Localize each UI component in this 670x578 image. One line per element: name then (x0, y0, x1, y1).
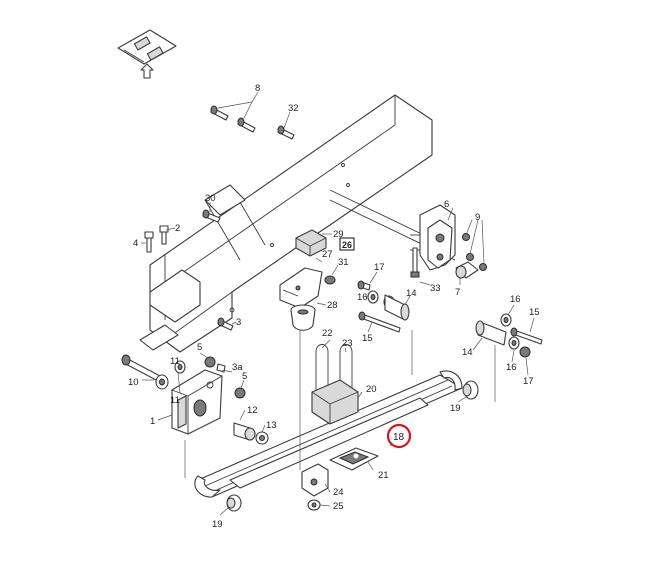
label-25: 25 (333, 501, 344, 512)
label-17-right: 17 (523, 376, 534, 387)
label-23: 23 (342, 338, 353, 349)
bolt-30 (202, 209, 221, 223)
shackle-pin-14-left (384, 294, 410, 321)
label-15-right: 15 (529, 307, 540, 318)
bolt-9 (462, 233, 487, 271)
label-11-lower: 11 (170, 395, 180, 406)
bushing-12 (233, 422, 256, 441)
label-14-left: 14 (406, 288, 417, 299)
label-22: 22 (322, 328, 333, 339)
plate-21 (329, 447, 379, 471)
label-16-right-bottom: 16 (506, 362, 517, 373)
orientation-icon (117, 29, 177, 79)
bolt-32 (277, 125, 295, 140)
nut-25 (307, 499, 321, 511)
label-15-left: 15 (362, 333, 373, 344)
label-21: 21 (378, 470, 389, 481)
chassis-frame-rail (139, 94, 433, 353)
bracket-24 (301, 463, 329, 497)
label-19-right: 19 (450, 403, 461, 414)
label-3a: 3a (232, 362, 243, 373)
label-30: 30 (205, 193, 216, 204)
bushing-19-left (226, 494, 242, 512)
bolt-17-left (357, 280, 371, 291)
label-16-right-top: 16 (510, 294, 521, 305)
label-24: 24 (333, 487, 344, 498)
label-20: 20 (366, 384, 377, 395)
bolt-15-left (358, 311, 401, 333)
label-33: 33 (430, 283, 441, 294)
shackle-pin-14-right (475, 320, 507, 346)
label-4: 4 (133, 238, 138, 249)
label-28: 28 (327, 300, 338, 311)
bump-stop-bracket-29 (295, 229, 327, 257)
part-labels: 8 32 30 4 2 3 29 26 27 31 28 6 9 7 33 17… (128, 83, 540, 530)
label-5-lower: 5 (242, 371, 247, 382)
bump-stop-28 (290, 304, 316, 331)
label-16-left: 16 (357, 292, 368, 303)
label-13: 13 (266, 420, 277, 431)
bolt-4 (144, 231, 154, 253)
highlight-ring (386, 423, 412, 449)
leaf-spring (194, 370, 463, 498)
label-5-upper: 5 (197, 342, 202, 353)
label-8: 8 (255, 83, 260, 94)
bolt-10 (121, 354, 169, 390)
label-32: 32 (288, 103, 299, 114)
bushing-19-right (462, 380, 479, 400)
label-12: 12 (247, 405, 258, 416)
bolt-2 (159, 225, 169, 245)
nut-31 (324, 275, 336, 285)
label-10: 10 (128, 377, 139, 388)
bracket-27 (279, 267, 323, 309)
washer-16-right (500, 313, 520, 350)
highlighted-part-18: 18 (386, 423, 412, 449)
label-29: 29 (333, 229, 344, 240)
u-bolt-22 (315, 344, 329, 392)
label-9: 9 (475, 212, 480, 223)
bolt-3 (217, 317, 234, 331)
label-3: 3 (236, 317, 241, 328)
nut-5 (204, 356, 246, 399)
front-hanger-bracket (171, 369, 223, 435)
bolt-3a (216, 363, 226, 373)
label-17-left: 17 (374, 262, 385, 273)
label-19-left: 19 (212, 519, 223, 530)
label-7: 7 (455, 287, 460, 298)
bolt-8 (210, 105, 256, 133)
label-1: 1 (150, 416, 155, 427)
label-27: 27 (322, 249, 333, 260)
bolt-15-right (510, 327, 543, 345)
label-11-upper: 11 (170, 356, 180, 367)
label-2: 2 (175, 223, 180, 234)
bushing-7 (455, 261, 479, 279)
leader-lines (141, 91, 535, 516)
alignment-lines (184, 330, 496, 478)
bolt-33 (410, 247, 420, 278)
label-26: 26 (342, 240, 352, 250)
nut-13 (255, 431, 269, 445)
nut-17-right (519, 346, 531, 358)
label-31: 31 (338, 257, 349, 268)
reference-box-26 (339, 237, 355, 251)
shackle-plate-6 (427, 219, 453, 269)
washer-11 (174, 360, 186, 374)
label-6: 6 (444, 199, 449, 210)
label-18: 18 (393, 432, 405, 443)
axle-seat-20 (311, 379, 359, 425)
label-14-right: 14 (462, 347, 473, 358)
